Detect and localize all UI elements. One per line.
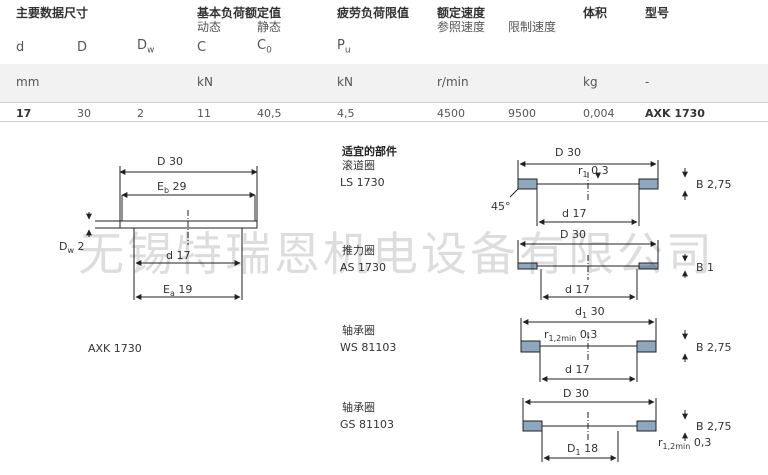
cell-d: 17 (16, 107, 32, 120)
ws-d-label: d 17 (565, 363, 590, 376)
cell-C: 11 (197, 107, 211, 120)
cell-Pu: 4,5 (337, 107, 355, 120)
axk-Eb-label: Eb 29 (157, 180, 187, 196)
gs-drawing (522, 398, 688, 462)
cell-D: 30 (77, 107, 91, 120)
header-fatigue: 疲劳负荷限值 (337, 6, 410, 20)
ls-drawing (509, 160, 688, 226)
company-watermark: 无锡特瑞恩机电设备有限公司 (78, 227, 715, 281)
units-band (0, 64, 768, 102)
header-rated-speed: 额定速度 (437, 6, 486, 20)
cell-limit-speed: 9500 (508, 107, 536, 120)
gs-B-label: B 2,75 (696, 420, 732, 433)
unit-rpm: r/min (437, 75, 469, 89)
ls-d-label: d 17 (562, 207, 587, 220)
header-ref-speed: 参照速度 (437, 20, 486, 34)
part4-type: 轴承圈 (342, 401, 375, 414)
ls-angle-label: 45° (491, 200, 511, 213)
unit-mm: mm (16, 75, 40, 89)
symbol-d: d (16, 40, 25, 55)
ls-D-label: D 30 (555, 146, 581, 159)
header-dynamic: 动态 (197, 20, 222, 34)
row-divider-bottom (0, 121, 768, 122)
symbol-C: C (197, 40, 207, 55)
part4-name: GS 81103 (340, 418, 394, 431)
axk-Ea-label: Ea 19 (163, 283, 193, 299)
cell-mass: 0,004 (583, 107, 615, 120)
gs-r-label: r1,2min 0,3 (658, 436, 712, 452)
axk-d-label: d 17 (166, 249, 191, 262)
as-drawing (517, 240, 688, 300)
header-volume: 体积 (583, 6, 608, 20)
unit-dash: - (645, 75, 650, 89)
unit-kg: kg (583, 75, 598, 89)
cell-C0: 40,5 (257, 107, 282, 120)
axk-name-label: AXK 1730 (88, 342, 142, 355)
ls-r-label: r1 0,3 (578, 164, 609, 180)
ws-drawing (520, 318, 688, 382)
cell-model: AXK 1730 (645, 107, 705, 120)
gs-D1-label: D1 18 (567, 442, 599, 458)
part3-name: WS 81103 (340, 341, 397, 354)
part1-name: LS 1730 (340, 176, 385, 189)
as-B-label: B 1 (696, 261, 715, 274)
axk-D-label: D 30 (157, 155, 183, 168)
ws-B-label: B 2,75 (696, 341, 732, 354)
axk-drawing (86, 166, 258, 300)
header-static: 静态 (257, 20, 282, 34)
header-model: 型号 (645, 6, 670, 20)
gs-D-label: D 30 (563, 387, 589, 400)
symbol-C0: C0 (257, 38, 272, 56)
cell-Dw: 2 (137, 107, 144, 120)
as-D-label: D 30 (560, 228, 586, 241)
ws-r-label: r1,2min 0,3 (544, 328, 598, 344)
symbol-D: D (77, 40, 88, 55)
header-limit-speed: 限制速度 (508, 20, 557, 34)
part1-type: 滚道圈 (342, 159, 375, 172)
part2-type: 推力圈 (342, 244, 375, 257)
part2-name: AS 1730 (340, 261, 386, 274)
parts-title: 适宜的部件 (342, 145, 397, 158)
ws-d1-label: d1 30 (575, 305, 605, 321)
ls-B-label: B 2,75 (696, 178, 732, 191)
cell-ref-speed: 4500 (437, 107, 465, 120)
axk-Dw-label: Dw 2 (59, 240, 85, 256)
symbol-Pu: Pu (337, 38, 351, 56)
header-load-rating: 基本负荷额定值 (197, 6, 282, 20)
unit-kn-pu: kN (337, 75, 353, 89)
symbol-Dw: Dw (137, 38, 155, 56)
unit-kn-c: kN (197, 75, 213, 89)
part3-type: 轴承圈 (342, 324, 375, 337)
row-divider-top (0, 102, 768, 103)
as-d-label: d 17 (565, 283, 590, 296)
header-main-dims: 主要数据尺寸 (16, 6, 89, 20)
